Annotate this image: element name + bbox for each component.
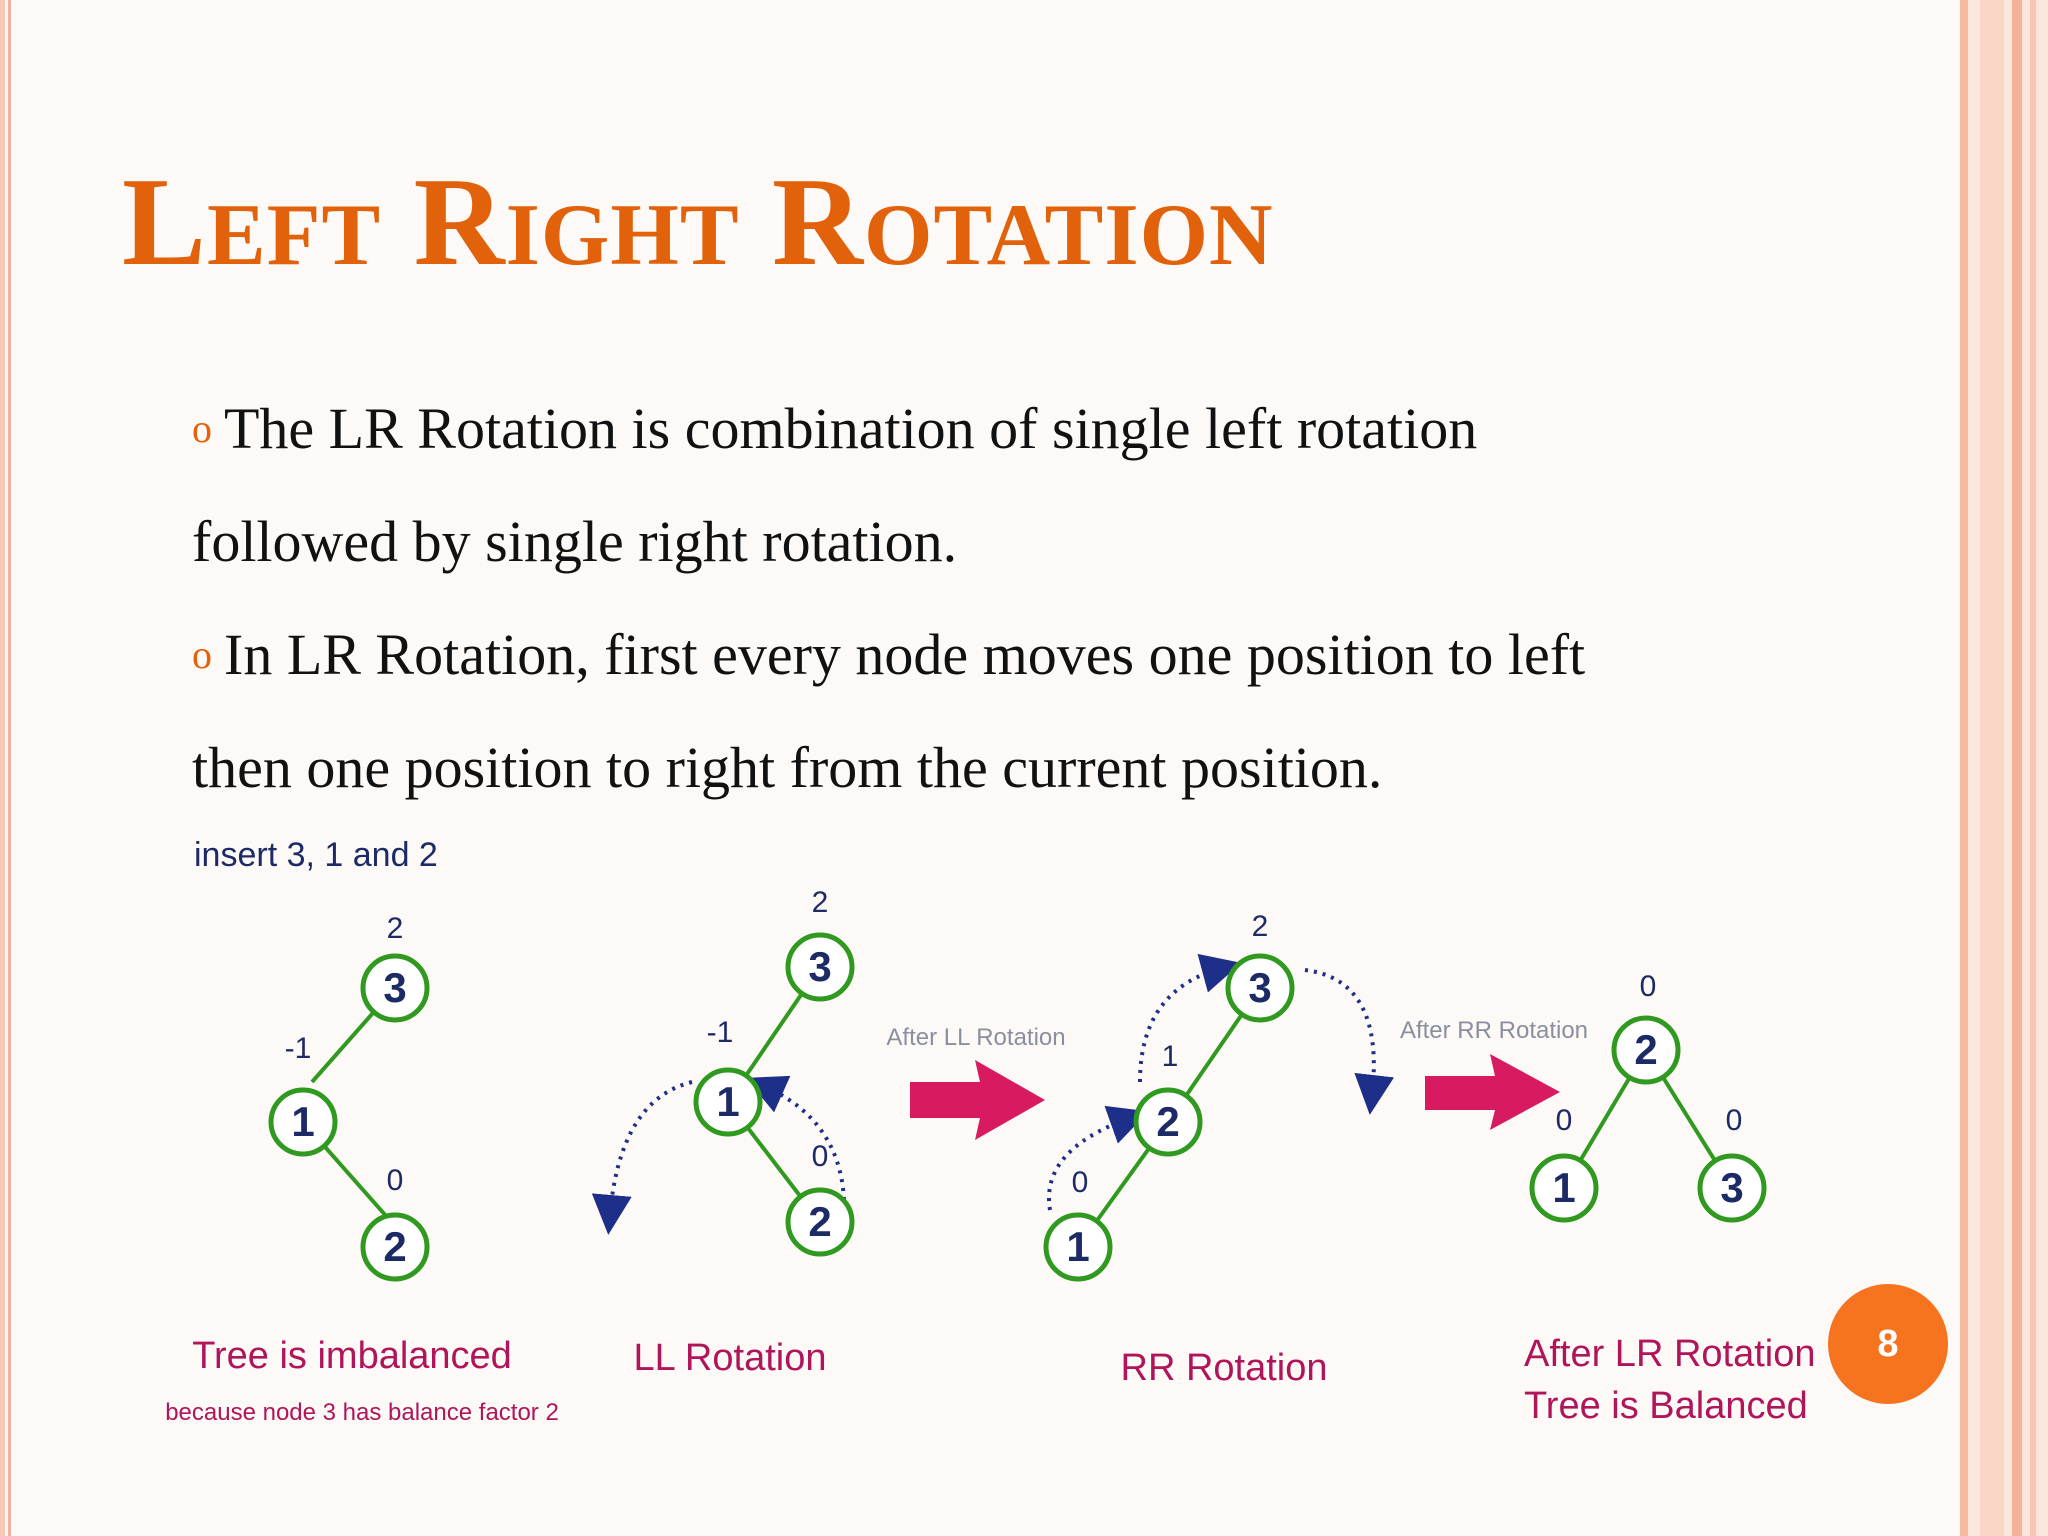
tree3-node-3 bbox=[1225, 953, 1295, 1023]
diagram-svg: insert 3, 1 and 2 3 1 2 2 -1 0 Tree is i… bbox=[165, 836, 1815, 1427]
slide-title: Left Right Rotation bbox=[122, 153, 1274, 292]
svg-text:3: 3 bbox=[1248, 964, 1271, 1011]
arrow-after-rr: After RR Rotation bbox=[1400, 1017, 1588, 1130]
svg-text:1: 1 bbox=[291, 1098, 314, 1145]
tree1-bf-3: 2 bbox=[387, 912, 404, 945]
tree4-node-1 bbox=[1529, 1153, 1599, 1223]
tree1-node-1 bbox=[268, 1087, 338, 1157]
tree1-node-2 bbox=[360, 1212, 430, 1282]
tree1-caption: Tree is imbalanced bbox=[192, 1335, 512, 1377]
tree4-node-2 bbox=[1611, 1015, 1681, 1085]
dotted-arrow-left bbox=[591, 1080, 693, 1235]
tree3-caption: RR Rotation bbox=[1121, 1347, 1328, 1389]
svg-text:1: 1 bbox=[1552, 1164, 1575, 1211]
tree2-bf-2: 0 bbox=[812, 1140, 829, 1173]
svg-text:2: 2 bbox=[808, 1198, 831, 1245]
page-number-badge: 8 bbox=[1828, 1284, 1948, 1404]
tree1-node-3 bbox=[360, 953, 430, 1023]
svg-text:2: 2 bbox=[1634, 1026, 1657, 1073]
lr-rotation-diagram: insert 3, 1 and 2 3 1 2 2 -1 0 Tree is i… bbox=[140, 820, 1840, 1520]
tree4-bf-1: 0 bbox=[1556, 1104, 1573, 1137]
svg-text:3: 3 bbox=[1720, 1164, 1743, 1211]
tree2-caption: LL Rotation bbox=[634, 1337, 827, 1379]
tree4-bf-3: 0 bbox=[1726, 1104, 1743, 1137]
left-border-decoration bbox=[0, 0, 14, 1536]
tree-3: 3 2 1 2 1 0 RR Rotation bbox=[1043, 910, 1395, 1389]
tree1-bf-2: 0 bbox=[387, 1164, 404, 1197]
tree-1: 3 1 2 2 -1 0 Tree is imbalanced because … bbox=[165, 912, 559, 1426]
svg-text:1: 1 bbox=[716, 1078, 739, 1125]
dotted-arrow-up bbox=[745, 1075, 846, 1201]
big-arrow-2 bbox=[1425, 1054, 1560, 1130]
tree-2: 3 1 2 2 -1 0 LL Rotation bbox=[591, 886, 855, 1379]
tree2-bf-1: -1 bbox=[707, 1016, 734, 1049]
dotted-arrow-tree3-c bbox=[1304, 968, 1395, 1115]
svg-text:1: 1 bbox=[1066, 1223, 1089, 1270]
tree2-node-3 bbox=[785, 932, 855, 1002]
arrow2-label: After RR Rotation bbox=[1400, 1017, 1588, 1044]
tree4-bf-2: 0 bbox=[1640, 970, 1657, 1003]
right-border-decoration bbox=[1960, 0, 2048, 1536]
bullet-marker-icon: o bbox=[192, 406, 212, 451]
tree1-bf-1: -1 bbox=[285, 1032, 312, 1065]
arrow-after-ll: After LL Rotation bbox=[886, 1024, 1066, 1140]
tree3-bf-2: 1 bbox=[1162, 1040, 1179, 1073]
bullet-2-line-2: then one position to right from the curr… bbox=[192, 735, 1383, 800]
tree3-bf-1: 0 bbox=[1072, 1166, 1089, 1199]
tree3-bf-3: 2 bbox=[1252, 910, 1269, 943]
tree-4: 2 1 3 0 0 0 After LR Rotation Tree is Ba… bbox=[1524, 970, 1815, 1427]
tree4-caption-line1: After LR Rotation bbox=[1524, 1333, 1815, 1375]
tree4-caption-line2: Tree is Balanced bbox=[1524, 1385, 1808, 1427]
tree2-bf-3: 2 bbox=[812, 886, 829, 919]
big-arrow-1 bbox=[910, 1060, 1045, 1140]
svg-text:2: 2 bbox=[1156, 1098, 1179, 1145]
insert-caption: insert 3, 1 and 2 bbox=[194, 836, 438, 874]
bullet-marker-icon: o bbox=[192, 632, 212, 677]
tree2-node-1 bbox=[693, 1067, 763, 1137]
tree3-node-2 bbox=[1133, 1087, 1203, 1157]
bullet-1-line-2: followed by single right rotation. bbox=[192, 509, 958, 574]
tree4-node-3 bbox=[1697, 1153, 1767, 1223]
dotted-arrow-tree3-b bbox=[1138, 953, 1242, 1083]
arrow1-label: After LL Rotation bbox=[886, 1024, 1065, 1051]
tree2-node-2 bbox=[785, 1187, 855, 1257]
svg-text:2: 2 bbox=[383, 1223, 406, 1270]
tree1-sub-caption: because node 3 has balance factor 2 bbox=[165, 1399, 559, 1426]
tree3-node-1 bbox=[1043, 1212, 1113, 1282]
dotted-arrow-tree3-a bbox=[1047, 1105, 1149, 1211]
svg-text:3: 3 bbox=[383, 964, 406, 1011]
svg-text:3: 3 bbox=[808, 943, 831, 990]
